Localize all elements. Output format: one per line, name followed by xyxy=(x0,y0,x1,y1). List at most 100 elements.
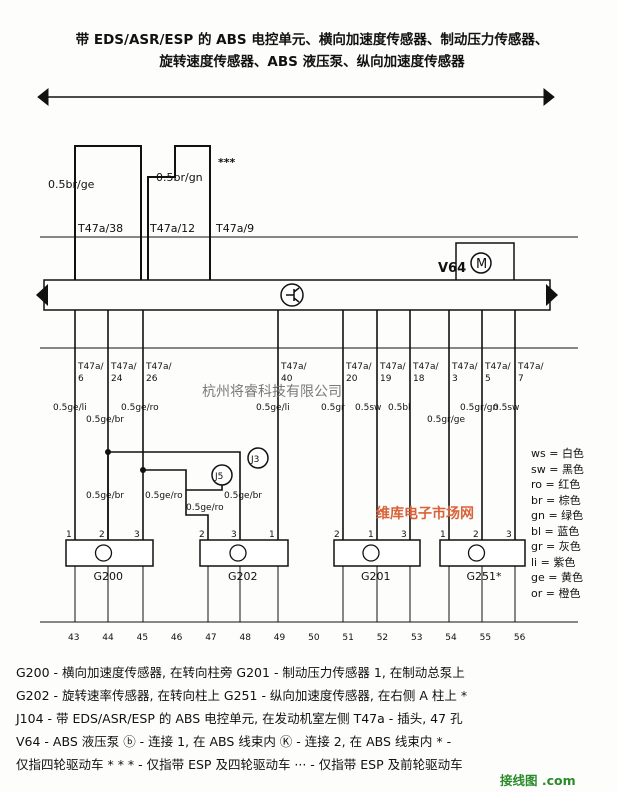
diagram-title-line2: 旋转速度传感器、ABS 液压泵、纵向加速度传感器 xyxy=(159,54,465,70)
ecu-band xyxy=(36,279,558,311)
upper-wires xyxy=(40,145,578,280)
ground-number: 52 xyxy=(377,633,388,643)
mid-label-ge-ro-left: 0.5ge/ro xyxy=(145,491,183,501)
pin-number: 1 xyxy=(440,530,446,540)
legend-entry: gr = 灰色 xyxy=(531,540,581,553)
pump-motor xyxy=(455,242,515,280)
connector-t47a-9: T47a/9 xyxy=(215,222,254,235)
ground-number: 46 xyxy=(171,633,183,643)
mid-label-ge-ro-right: 0.5ge/ro xyxy=(186,503,224,513)
lower-wire-color: 0.5sw xyxy=(493,403,519,413)
pin-number: 3 xyxy=(506,530,512,540)
connector-pin: 20 xyxy=(346,374,358,384)
ground-number: 56 xyxy=(514,633,526,643)
pin-number: 2 xyxy=(334,530,340,540)
connector-prefix: T47a/ xyxy=(484,362,511,372)
pin-number: 2 xyxy=(99,530,105,540)
corner-logo: 接线图 .com xyxy=(500,773,576,788)
component-name: G201 xyxy=(361,570,391,583)
connector-prefix: T47a/ xyxy=(145,362,172,372)
lower-wire-color: 0.5gr/gn xyxy=(460,403,498,413)
lower-wire-color: 0.5ge/li xyxy=(53,403,87,413)
caption-line: G202 - 旋转速率传感器, 在转向柱上 G251 - 纵向加速度传感器, 在… xyxy=(16,688,468,703)
legend-entry: bl = 蓝色 xyxy=(531,524,580,538)
pin-number: 1 xyxy=(269,530,275,540)
pin-number: 2 xyxy=(199,530,205,540)
transistor-symbol xyxy=(94,544,113,562)
lower-wire-color: 0.5bl xyxy=(388,403,411,413)
ground-number: 50 xyxy=(308,633,320,643)
caption-line: G200 - 横向加速度传感器, 在转向柱旁 G201 - 制动压力传感器 1,… xyxy=(16,665,465,680)
legend-entry: or = 橙色 xyxy=(531,586,581,600)
connector-pin: 26 xyxy=(146,374,158,384)
connector-pin: 18 xyxy=(413,374,425,384)
lower-wires xyxy=(40,310,578,540)
motor-label: V64 xyxy=(438,261,466,276)
ground-number: 49 xyxy=(274,633,286,643)
pin-number: 3 xyxy=(401,530,407,540)
connector-pin: 5 xyxy=(485,374,491,384)
pin-number: 3 xyxy=(231,530,237,540)
connector-prefix: T47a/ xyxy=(412,362,439,372)
connector-pin: 40 xyxy=(281,374,293,384)
wire-color-br-gn: 0.5br/gn xyxy=(156,171,203,184)
connector-t47a-38: T47a/38 xyxy=(77,222,123,235)
lower-wire-color: 0.5gr/ge xyxy=(427,415,465,425)
legend-entry: gn = 绿色 xyxy=(531,509,584,522)
ground-number: 53 xyxy=(411,633,422,643)
lower-wire-color: 0.5gr xyxy=(321,403,345,413)
ground-number: 47 xyxy=(205,633,216,643)
lower-wire-color: 0.5sw xyxy=(355,403,381,413)
legend-entry: ge = 黄色 xyxy=(531,571,583,584)
ground-number: 45 xyxy=(137,633,148,643)
connector-t47a-12: T47a/12 xyxy=(149,222,195,235)
component-name: G251* xyxy=(467,570,503,583)
transistor-symbol xyxy=(362,544,380,562)
caption-line: J104 - 带 EDS/ASR/ESP 的 ABS 电控单元, 在发动机室左侧… xyxy=(16,711,463,726)
connector-prefix: T47a/ xyxy=(77,362,104,372)
ground-number: 51 xyxy=(342,633,353,643)
connector-prefix: T47a/ xyxy=(379,362,406,372)
mid-label-ge-br-right: 0.5ge/br xyxy=(224,491,262,501)
caption-line: V64 - ABS 液压泵 ⓑ - 连接 1, 在 ABS 线束内 Ⓚ - 连接… xyxy=(16,734,452,749)
connector-prefix: T47a/ xyxy=(517,362,544,372)
connector-pin: 3 xyxy=(452,374,458,384)
mid-label-ge-br-left: 0.5ge/br xyxy=(86,491,124,501)
junction-j5: J5 xyxy=(211,464,233,486)
connector-prefix: T47a/ xyxy=(451,362,478,372)
legend-entry: li = 紫色 xyxy=(531,555,576,569)
watermark-company: 杭州将睿科技有限公司 xyxy=(202,384,342,400)
lower-wire-color: 0.5ge/ro xyxy=(121,403,159,413)
pin-number: 2 xyxy=(473,530,479,540)
ground-number: 44 xyxy=(102,633,114,643)
connector-prefix: T47a/ xyxy=(345,362,372,372)
transistor-symbol xyxy=(467,544,486,562)
diagram-title-line1: 带 EDS/ASR/ESP 的 ABS 电控单元、横向加速度传感器、制动压力传感… xyxy=(75,32,549,48)
svg-text:J3: J3 xyxy=(250,455,259,465)
ground-number: 55 xyxy=(480,633,491,643)
pin-number: 1 xyxy=(66,530,72,540)
ground-number: 54 xyxy=(445,633,457,643)
ground-number: 43 xyxy=(68,633,79,643)
lower-wire-color: 0.5ge/li xyxy=(256,403,290,413)
motor-symbol: M xyxy=(476,257,487,272)
caption-line: 仅指四轮驱动车 * * * - 仅指带 ESP 及四轮驱动车 ··· - 仅指带… xyxy=(16,757,463,772)
connector-prefix: T47a/ xyxy=(110,362,137,372)
lower-wire-color: 0.5ge/br xyxy=(86,415,124,425)
wire-color-br-ge: 0.5br/ge xyxy=(48,178,95,191)
component-name: G202 xyxy=(228,570,258,583)
pin-number: 3 xyxy=(134,530,140,540)
legend-entry: ro = 红色 xyxy=(531,478,581,491)
svg-text:J5: J5 xyxy=(214,472,223,482)
legend-entry: br = 棕色 xyxy=(531,493,581,507)
legend-entry: ws = 白色 xyxy=(531,447,584,460)
connector-pin: 7 xyxy=(518,374,524,384)
connector-prefix: T47a/ xyxy=(280,362,307,372)
lower-connector-labels: T47a/60.5ge/liT47a/240.5ge/brT47a/260.5g… xyxy=(53,362,544,425)
transistor-symbol xyxy=(229,544,247,562)
connector-pin: 19 xyxy=(380,374,392,384)
